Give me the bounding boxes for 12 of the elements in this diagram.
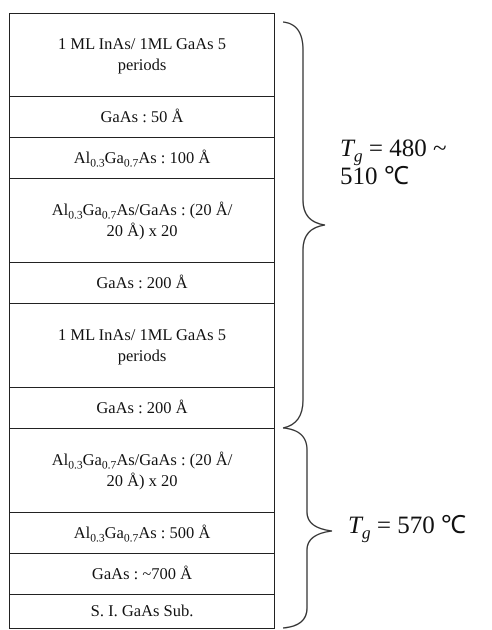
layer-label: GaAs : ~700 Å: [92, 564, 192, 584]
growth-temperature-label: T$_{g}$ = 480 ~ 510 ℃: [340, 135, 448, 190]
layer-label: GaAs : 200 Å: [96, 398, 188, 418]
layer-label: Al$_{0.3}$Ga$_{0.7}$As : 500 Å: [74, 522, 210, 544]
layer-label: GaAs : 50 Å: [100, 106, 184, 128]
layer-label: 1 ML InAs/ 1ML GaAs 5 periods: [57, 34, 227, 76]
layer-label: Al$_{0.3}$Ga$_{0.7}$As/GaAs : (20 Å/ 20 Å) x 20: [50, 200, 234, 242]
layer-label: Al$_{0.3}$Ga$_{0.7}$As : 100 Å: [74, 148, 210, 168]
layer-label: S. I. GaAs Sub.: [90, 601, 194, 622]
layer-label: GaAs : 200 Å: [96, 272, 188, 294]
layer-label: 1 ML InAs/ 1ML GaAs 5 periods: [57, 324, 227, 366]
layer-label: Al$_{0.3}$Ga$_{0.7}$As/GaAs : (20 Å/ 20 Å) x 20: [50, 450, 234, 492]
